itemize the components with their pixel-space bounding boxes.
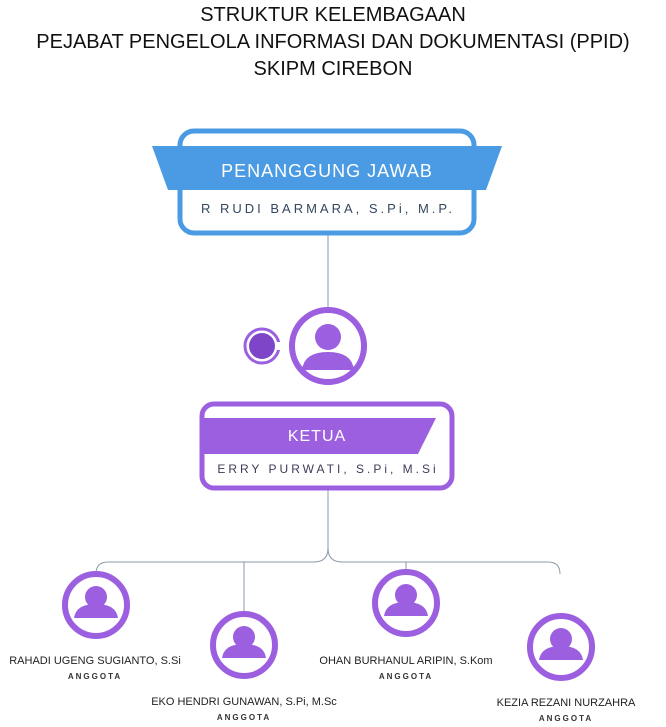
member-name-1: RAHADI UGENG SUGIANTO, S.Si [9, 655, 181, 667]
member-avatar-4 [527, 613, 595, 681]
member-role-1: ANGGOTA [67, 672, 123, 681]
ketua-ribbon [200, 418, 436, 454]
ketua-box [199, 401, 455, 491]
member-avatar-3 [372, 569, 440, 637]
connector-lines [95, 232, 561, 614]
penanggung-jawab-role: PENANGGUNG JAWAB [221, 161, 433, 181]
connector-branch-left [95, 547, 329, 575]
ketua-name: ERRY PURWATI, S.Pi, M.Si [217, 462, 439, 476]
member-name-2: EKO HENDRI GUNAWAN, S.Pi, M.Sc [151, 696, 337, 708]
title-line-2: PEJABAT PENGELOLA INFORMASI DAN DOKUMENT… [36, 31, 630, 53]
member-role-4: ANGGOTA [538, 714, 594, 723]
member-avatar-1 [62, 571, 130, 639]
ketua-avatar [243, 307, 367, 385]
member-role-3: ANGGOTA [378, 672, 434, 681]
title-line-1: STRUKTUR KELEMBAGAAN [200, 4, 466, 26]
diagram-title: STRUKTUR KELEMBAGAAN PEJABAT PENGELOLA I… [0, 2, 666, 83]
penanggung-jawab-ribbon [152, 146, 502, 190]
ketua-role: KETUA [287, 428, 347, 445]
penanggung-jawab-name: R RUDI BARMARA, S.Pi, M.P. [200, 201, 455, 216]
connector-branch-right [327, 547, 561, 575]
title-line-3: SKIPM CIREBON [253, 58, 413, 80]
member-avatar-2 [210, 611, 278, 679]
user-icon-head [315, 324, 341, 350]
member-name-4: KEZIA REZANI NURZAHRA [496, 697, 636, 709]
user-icon-body [302, 352, 354, 370]
penanggung-jawab-box [152, 128, 502, 236]
member-role-2: ANGGOTA [216, 713, 272, 722]
member-name-3: OHAN BURHANUL ARIPIN, S.Kom [319, 655, 493, 667]
